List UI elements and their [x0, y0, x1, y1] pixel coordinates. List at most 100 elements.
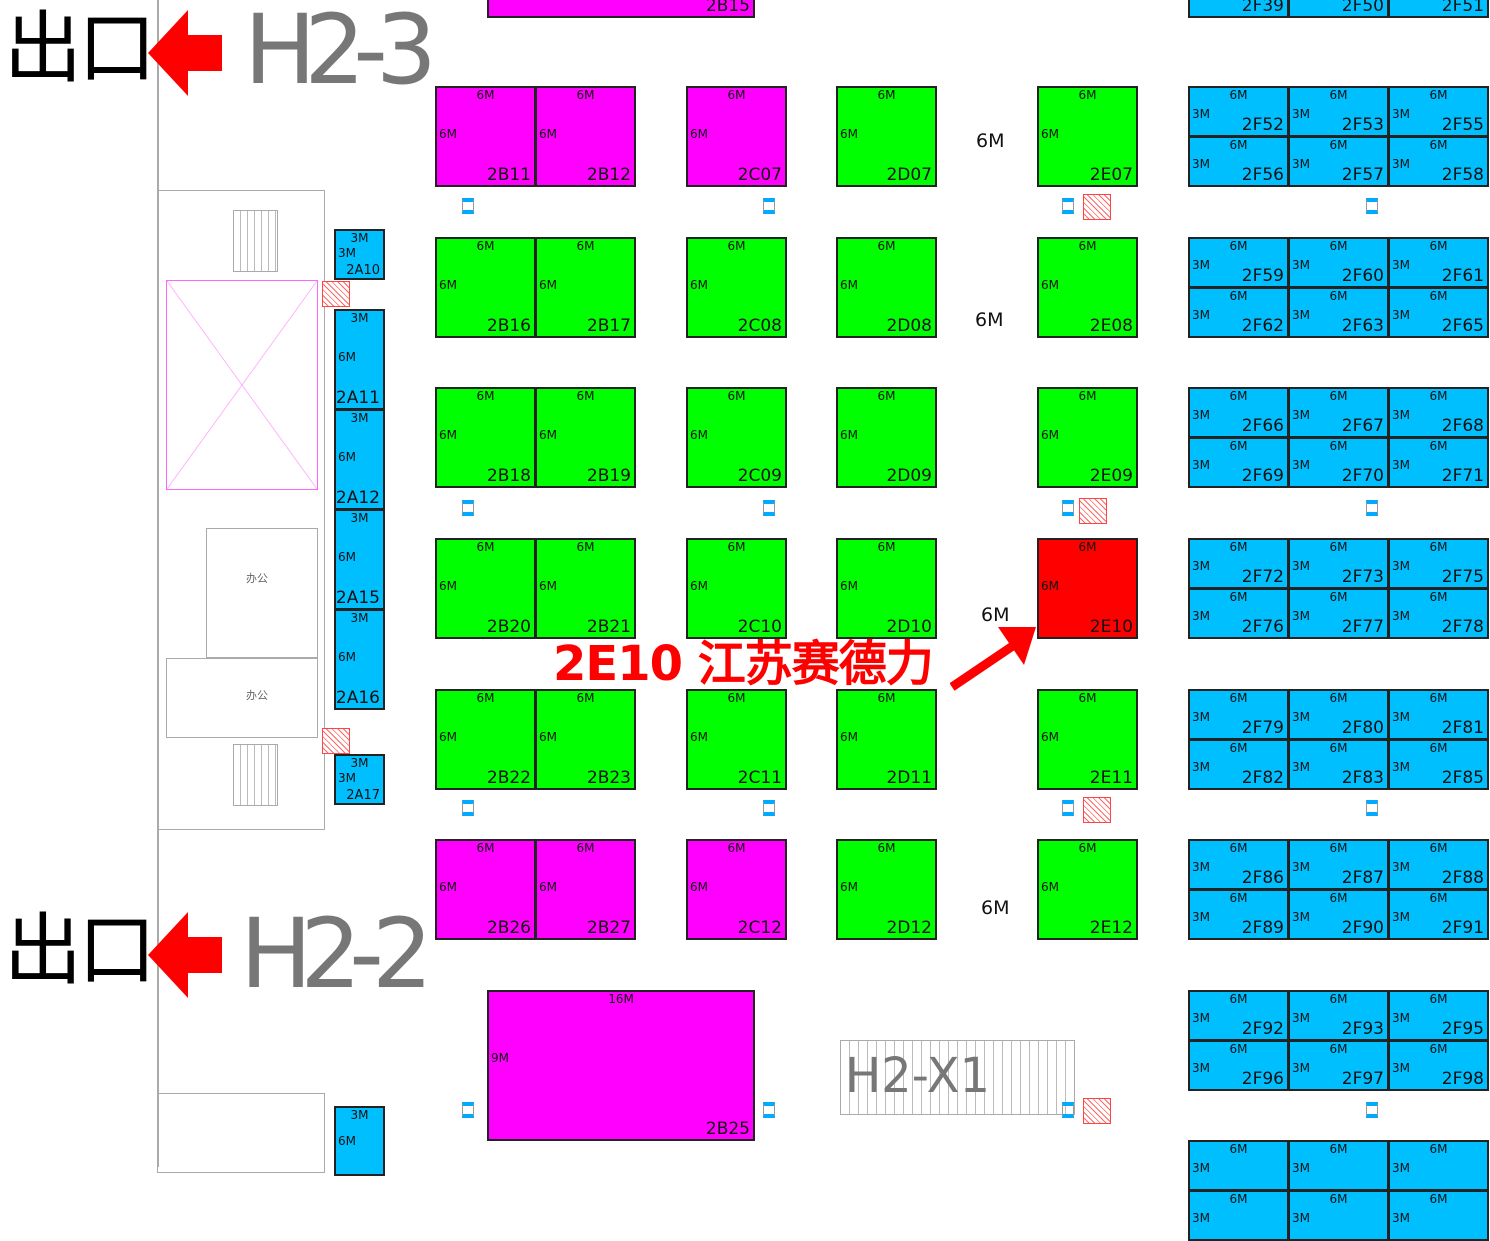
booth-2f50[interactable]: 2F50 — [1288, 0, 1389, 18]
booth-depth: 3M — [1292, 1010, 1310, 1025]
booth-width: 6M — [1229, 891, 1248, 905]
booth-2b15[interactable]: 2B15 — [487, 0, 755, 18]
booth-width: 16M — [608, 992, 634, 1006]
booth-depth: 6M — [439, 578, 457, 593]
booth-width: 6M — [1329, 590, 1348, 604]
booth-width: 6M — [1429, 239, 1448, 253]
booth-width: 3M — [350, 231, 369, 245]
booth-width: 6M — [1229, 841, 1248, 855]
booth-2f51[interactable]: 2F51 — [1388, 0, 1489, 18]
booth-depth: 3M — [1392, 909, 1410, 924]
booth-depth: 3M — [1392, 709, 1410, 724]
booth-2f39[interactable]: 2F39 — [1188, 0, 1289, 18]
